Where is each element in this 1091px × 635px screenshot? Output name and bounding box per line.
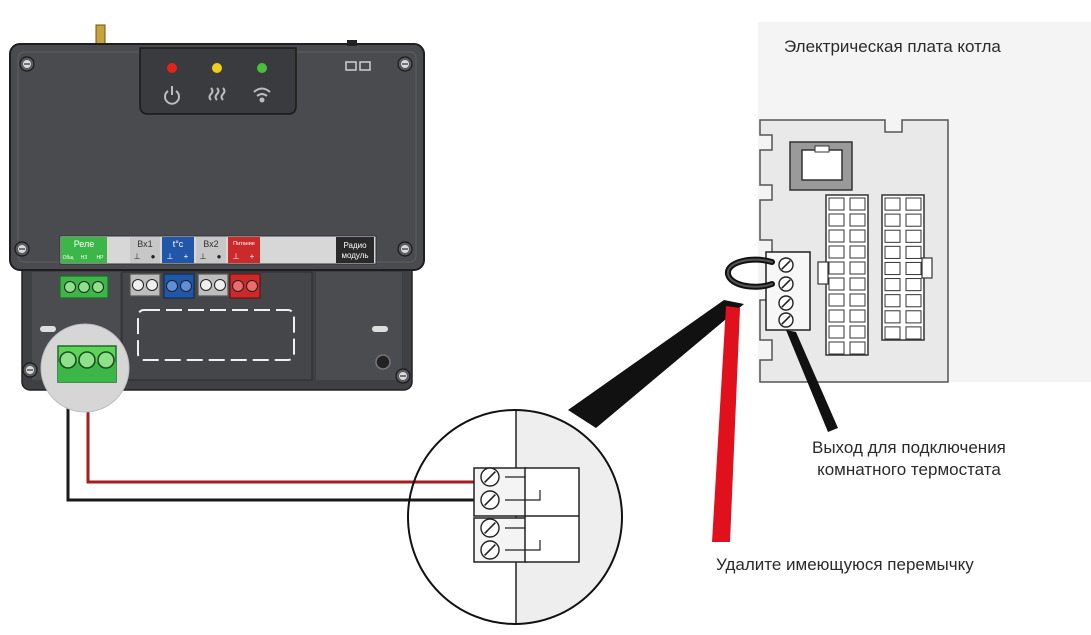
board-title: Электрическая плата котла <box>784 37 1001 56</box>
led-yellow <box>212 63 222 73</box>
terminal-hole <box>214 279 226 291</box>
terminal-screw <box>778 276 794 292</box>
jumper-wire <box>725 256 775 290</box>
terminal-screw <box>480 518 500 538</box>
card-slot-icon <box>345 61 371 71</box>
relay-label: Реле <box>74 239 95 249</box>
terminal-hole <box>166 280 178 292</box>
power-label-bg <box>228 237 260 263</box>
in2-label: Вх2 <box>203 239 218 249</box>
heating-icon <box>208 87 226 101</box>
board-connector-left <box>817 194 869 356</box>
terminal-hole <box>78 281 90 293</box>
remove-jumper-label: Удалите имеющуюся перемычку <box>716 555 974 574</box>
svg-text:+: + <box>184 252 189 261</box>
device-screw <box>22 362 38 378</box>
terminal-hole <box>59 351 77 369</box>
radio-label-line2: модуль <box>341 251 368 260</box>
terminal-hole <box>78 351 96 369</box>
zoom-detail <box>407 409 623 625</box>
relay-pin-common: Общ <box>63 255 74 261</box>
in1-label: Вх1 <box>137 239 152 249</box>
terminal-hole <box>246 280 258 292</box>
power-icon <box>164 86 180 105</box>
boiler-board <box>725 22 1091 383</box>
relay-pin-no: НР <box>97 255 105 261</box>
terminal-hole <box>92 281 104 293</box>
thermostat-output-label: Выход для подключения комнатного термост… <box>812 437 1006 481</box>
board-socket <box>789 141 853 191</box>
terminal-hole <box>132 279 144 291</box>
wifi-icon <box>253 87 271 103</box>
thermostat-output-line1: Выход для подключения <box>812 438 1006 457</box>
svg-text:●: ● <box>151 252 156 261</box>
device-screw <box>19 56 35 72</box>
device-screw <box>397 56 413 72</box>
knockout-dashed <box>137 309 295 361</box>
thermostat-output-line2: комнатного термостата <box>817 460 1001 479</box>
thermostat-terminal-block <box>765 251 811 331</box>
temp-label-bg <box>162 237 194 263</box>
remove-jumper-pointer <box>712 306 740 542</box>
led-green <box>257 63 267 73</box>
power-label: Питание <box>233 241 255 247</box>
zoom-wedge <box>568 300 744 428</box>
terminal-screw <box>778 312 794 328</box>
terminal-hole <box>97 351 115 369</box>
svg-text:⊥: ⊥ <box>167 252 174 261</box>
device-screw <box>14 241 30 257</box>
relay-highlight <box>40 323 130 413</box>
terminal-hole <box>146 279 158 291</box>
terminal-hole <box>180 280 192 292</box>
svg-text:⊥: ⊥ <box>233 252 240 261</box>
radio-label-line1: Радио <box>343 241 367 250</box>
wire-black <box>66 370 492 502</box>
terminal-hole <box>64 281 76 293</box>
terminal-screw <box>480 540 500 560</box>
output-pointer <box>786 330 838 432</box>
in2-label-bg <box>196 237 226 263</box>
in1-label-bg <box>130 237 160 263</box>
terminal-screw <box>778 295 794 311</box>
board-connector-right <box>881 194 933 341</box>
terminal-screw <box>480 467 500 487</box>
svg-text:+: + <box>250 252 255 261</box>
svg-text:⊥: ⊥ <box>134 252 141 261</box>
relay-pin-nc: НЗ <box>81 255 88 261</box>
radio-label-bg <box>336 237 374 263</box>
device-screw <box>395 368 411 384</box>
device-screw <box>397 241 413 257</box>
terminal-hole <box>232 280 244 292</box>
relay-label-bg <box>61 237 107 263</box>
terminal-hole <box>200 279 212 291</box>
svg-text:●: ● <box>217 252 222 261</box>
temp-label: t°c <box>173 239 184 249</box>
terminal-screw <box>778 257 794 273</box>
terminal-screw <box>480 490 500 510</box>
svg-text:⊥: ⊥ <box>200 252 207 261</box>
led-red <box>167 63 177 73</box>
